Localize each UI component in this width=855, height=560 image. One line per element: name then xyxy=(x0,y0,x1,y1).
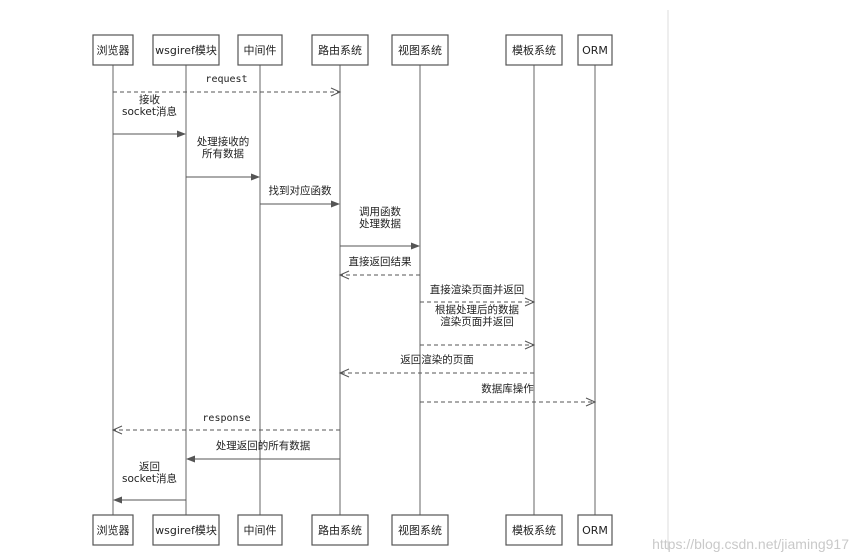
message-label: 处理返回的所有数据 xyxy=(216,439,311,452)
message-label: 渲染页面并返回 xyxy=(440,315,514,328)
message-label: socket消息 xyxy=(122,105,177,118)
participant-label: 中间件 xyxy=(244,44,277,57)
message-label: 调用函数 xyxy=(359,205,401,218)
participant-box xyxy=(92,34,134,66)
arrow-head-filled xyxy=(331,200,340,208)
message-label: 处理接收的 xyxy=(197,135,250,148)
participant-box xyxy=(237,514,283,546)
arrow-head-open xyxy=(111,425,123,435)
participant-box xyxy=(152,34,220,66)
participant-box xyxy=(505,34,563,66)
participant-router-top: 路由系统 xyxy=(311,34,369,66)
arrow-head-filled xyxy=(411,242,420,250)
participant-box xyxy=(391,34,449,66)
messages: request接收socket消息处理接收的所有数据找到对应函数调用函数处理数据… xyxy=(111,74,597,504)
participant-orm-bottom: ORM xyxy=(577,514,613,546)
participant-middleware-bottom: 中间件 xyxy=(237,514,283,546)
message-label: 接收 xyxy=(139,93,160,106)
participant-template-top: 模板系统 xyxy=(505,34,563,66)
arrow-head-filled xyxy=(186,455,195,463)
participant-label: 路由系统 xyxy=(318,523,362,537)
lifelines xyxy=(112,65,596,515)
arrow-head-filled xyxy=(177,130,186,138)
arrow-head-open xyxy=(338,368,350,378)
message-6: 直接返回结果 xyxy=(338,255,420,280)
message-label: 处理数据 xyxy=(359,217,401,230)
participant-orm-top: ORM xyxy=(577,34,613,66)
message-label: 找到对应函数 xyxy=(269,184,332,197)
participant-box xyxy=(237,34,283,66)
participant-wsgiref-bottom: wsgiref模块 xyxy=(152,514,220,546)
participant-browser-bottom: 浏览器 xyxy=(92,514,134,546)
participant-label: 中间件 xyxy=(244,524,277,537)
message-1: request xyxy=(113,74,342,97)
participant-label: 视图系统 xyxy=(398,43,442,57)
participant-view-bottom: 视图系统 xyxy=(391,514,449,546)
watermark: https://blog.csdn.net/jiaming917 xyxy=(652,536,849,552)
participant-box xyxy=(505,514,563,546)
participant-label: wsgiref模块 xyxy=(155,44,217,57)
participant-box xyxy=(311,514,369,546)
message-9: 返回渲染的页面 xyxy=(338,353,534,378)
message-4: 找到对应函数 xyxy=(260,184,340,208)
message-label: 所有数据 xyxy=(202,147,244,160)
participant-label: 模板系统 xyxy=(512,523,556,537)
participant-label: ORM xyxy=(582,44,608,57)
participant-box xyxy=(311,34,369,66)
message-label: 直接返回结果 xyxy=(349,255,412,268)
arrow-head-open xyxy=(585,397,597,407)
participant-box xyxy=(391,514,449,546)
message-label: response xyxy=(202,413,250,424)
message-label: 数据库操作 xyxy=(481,382,534,395)
participant-middleware-top: 中间件 xyxy=(237,34,283,66)
participant-wsgiref-top: wsgiref模块 xyxy=(152,34,220,66)
message-label: 根据处理后的数据 xyxy=(435,303,519,316)
message-11: response xyxy=(111,413,340,435)
message-7: 直接渲染页面并返回 xyxy=(420,283,536,307)
arrow-head-open xyxy=(338,270,350,280)
participant-router-bottom: 路由系统 xyxy=(311,514,369,546)
message-12: 处理返回的所有数据 xyxy=(186,439,340,463)
participant-label: ORM xyxy=(582,524,608,537)
participant-template-bottom: 模板系统 xyxy=(505,514,563,546)
arrow-head-open xyxy=(330,87,342,97)
participant-box xyxy=(577,34,613,66)
message-label: 返回渲染的页面 xyxy=(400,353,474,366)
participant-box xyxy=(152,514,220,546)
participant-label: 浏览器 xyxy=(97,523,130,537)
participant-box xyxy=(92,514,134,546)
message-10: 数据库操作 xyxy=(420,382,597,407)
participant-label: 视图系统 xyxy=(398,523,442,537)
arrow-head-filled xyxy=(113,496,122,504)
participant-view-top: 视图系统 xyxy=(391,34,449,66)
message-label: request xyxy=(205,74,247,85)
participant-label: 模板系统 xyxy=(512,43,556,57)
message-label: 直接渲染页面并返回 xyxy=(430,283,525,296)
arrow-head-filled xyxy=(251,173,260,181)
participant-header-row: 浏览器 wsgiref模块 中间件 路由系统 视图系统 模板系统 ORM xyxy=(92,34,613,66)
participant-label: 路由系统 xyxy=(318,43,362,57)
participant-label: 浏览器 xyxy=(97,43,130,57)
participant-browser-top: 浏览器 xyxy=(92,34,134,66)
participant-label: wsgiref模块 xyxy=(155,524,217,537)
participant-footer-row: 浏览器 wsgiref模块 中间件 路由系统 视图系统 模板系统 ORM xyxy=(92,514,613,546)
arrow-head-open xyxy=(524,340,536,350)
message-label: 返回 xyxy=(139,461,160,473)
participant-box xyxy=(577,514,613,546)
arrow-head-open xyxy=(524,297,536,307)
message-label: socket消息 xyxy=(122,472,177,485)
